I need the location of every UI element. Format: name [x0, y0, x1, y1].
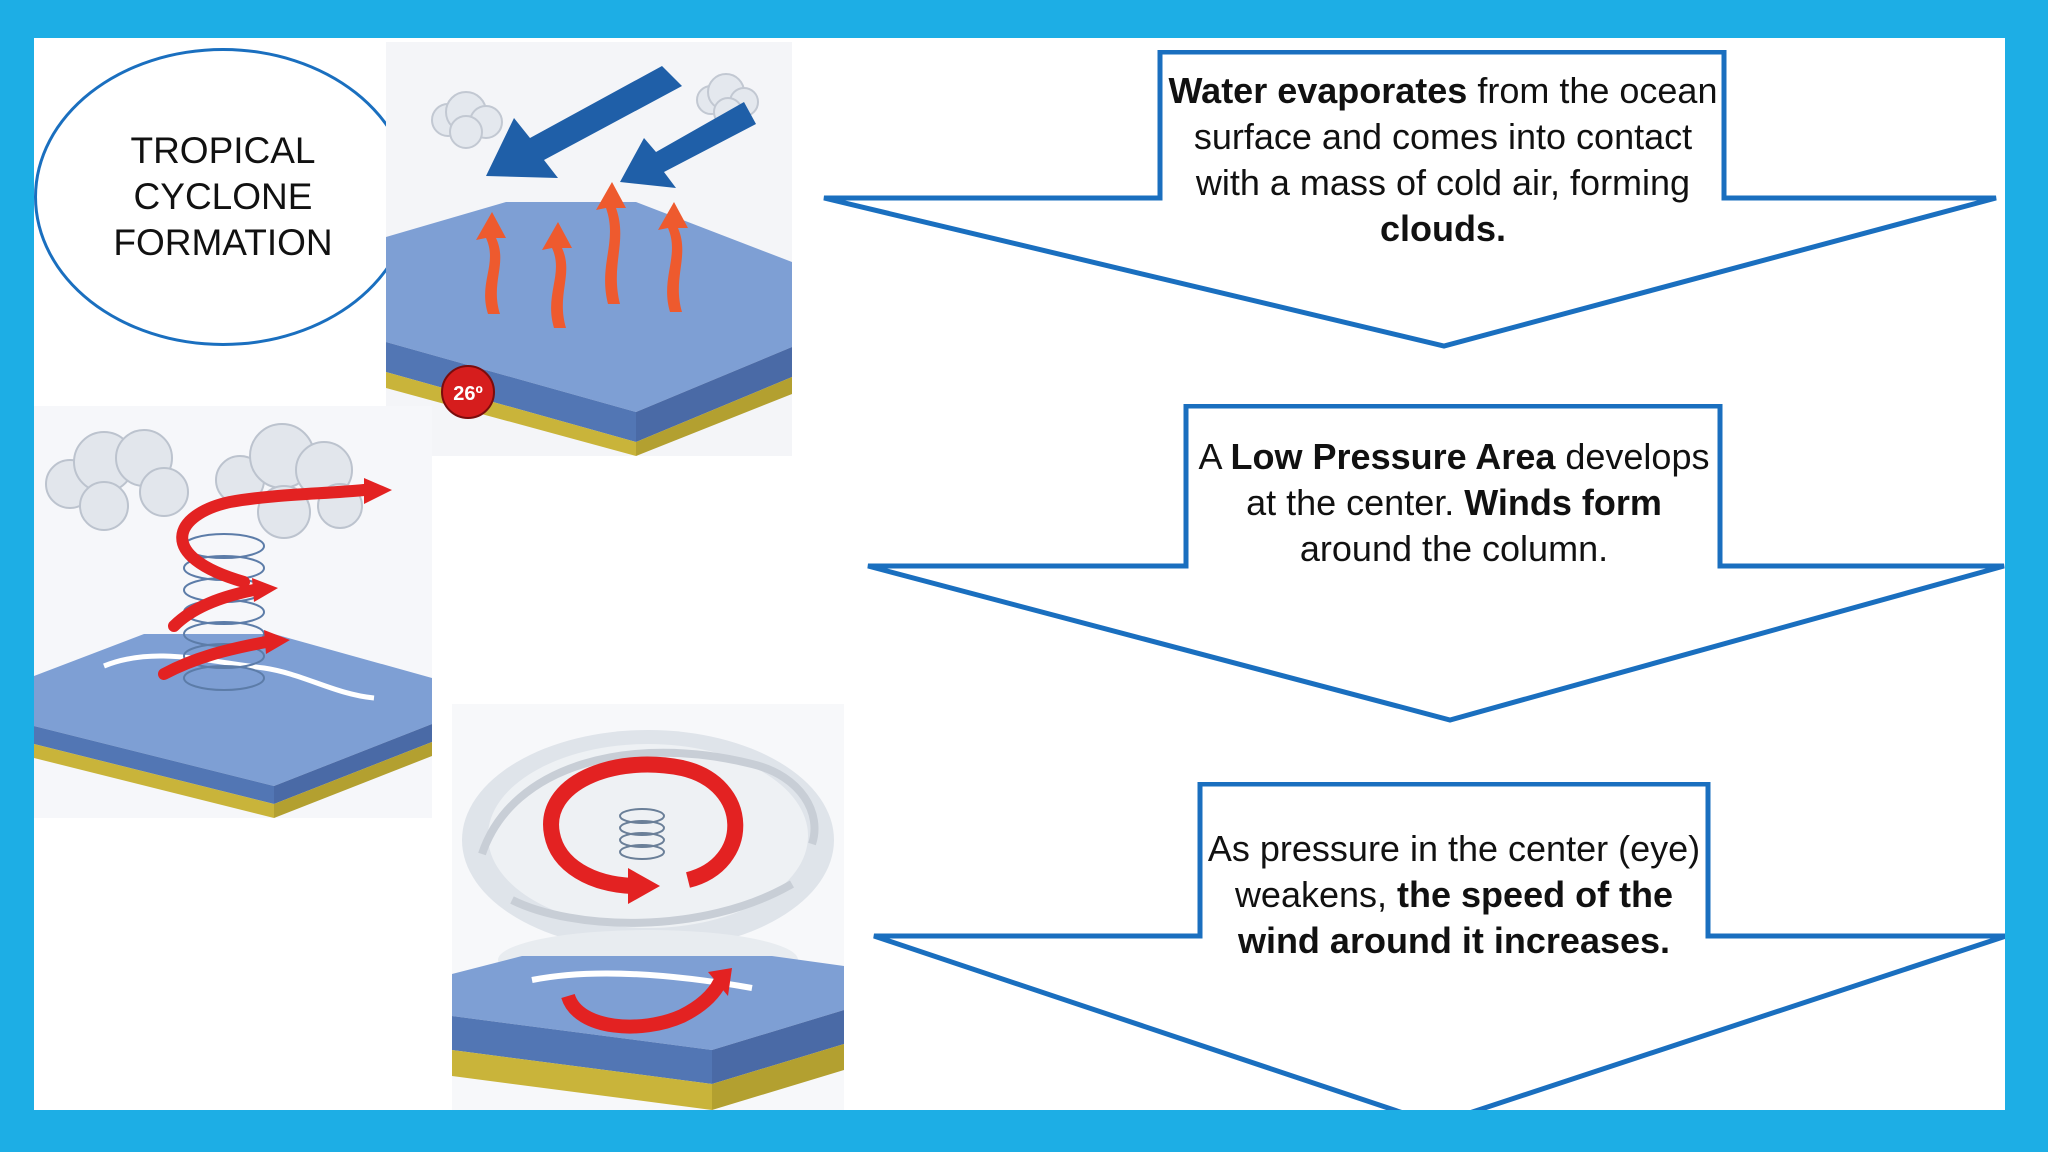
step-2-text: A Low Pressure Area develops at the cent…: [1194, 434, 1714, 572]
cloud-icon: [45, 423, 363, 539]
step-1-bold-2: clouds.: [1379, 208, 1507, 249]
step-2-plain-3: around the column.: [1299, 528, 1609, 569]
temperature-badge: 26º: [453, 383, 483, 405]
column-illustration: [34, 406, 432, 818]
title-line-2: CYCLONE: [133, 176, 313, 217]
eye-coil: [619, 808, 665, 860]
step-3-bold-1: the speed of the wind around it increase…: [1237, 874, 1674, 961]
step-1-bold-1: Water evaporates: [1168, 70, 1468, 111]
cold-air-arrow-icon: [486, 66, 756, 188]
step-2-bold-1: Low Pressure Area: [1230, 436, 1556, 477]
evaporation-illustration: 26º: [386, 42, 792, 456]
step-2-plain-1: A: [1198, 436, 1231, 477]
title-oval: TROPICAL CYCLONE FORMATION: [34, 48, 412, 346]
step-arrow-2: A Low Pressure Area develops at the cent…: [864, 404, 2005, 724]
rotating-wind-arrow-icon: [158, 484, 370, 680]
cyclone-illustration: [452, 704, 844, 1110]
evaporation-arrow-icon: [476, 182, 688, 328]
ocean-surface: [34, 634, 432, 786]
step-arrow-1: Water evaporates from the ocean surface …: [820, 50, 2000, 350]
slide: TROPICAL CYCLONE FORMATION: [34, 38, 2005, 1110]
surface-wind-arrow-icon: [561, 978, 727, 1034]
step-3-plain-1: As pressure in the center (eye) weakens,: [1207, 828, 1701, 915]
ocean-surface: [386, 202, 792, 412]
step-3-text: As pressure in the center (eye) weakens,…: [1204, 826, 1704, 964]
step-2-bold-2: Winds form: [1464, 482, 1662, 523]
step-arrow-3: As pressure in the center (eye) weakens,…: [870, 782, 2005, 1110]
rotation-ring-arrow-icon: [543, 756, 744, 894]
cloud-icon: [431, 73, 759, 149]
title-line-1: TROPICAL: [130, 130, 316, 171]
step-1-text: Water evaporates from the ocean surface …: [1166, 68, 1720, 252]
step-2-plain-2: develops at the center.: [1246, 436, 1710, 523]
title-line-3: FORMATION: [113, 222, 333, 263]
step-1-plain-1: from the ocean surface and comes into co…: [1193, 70, 1718, 203]
